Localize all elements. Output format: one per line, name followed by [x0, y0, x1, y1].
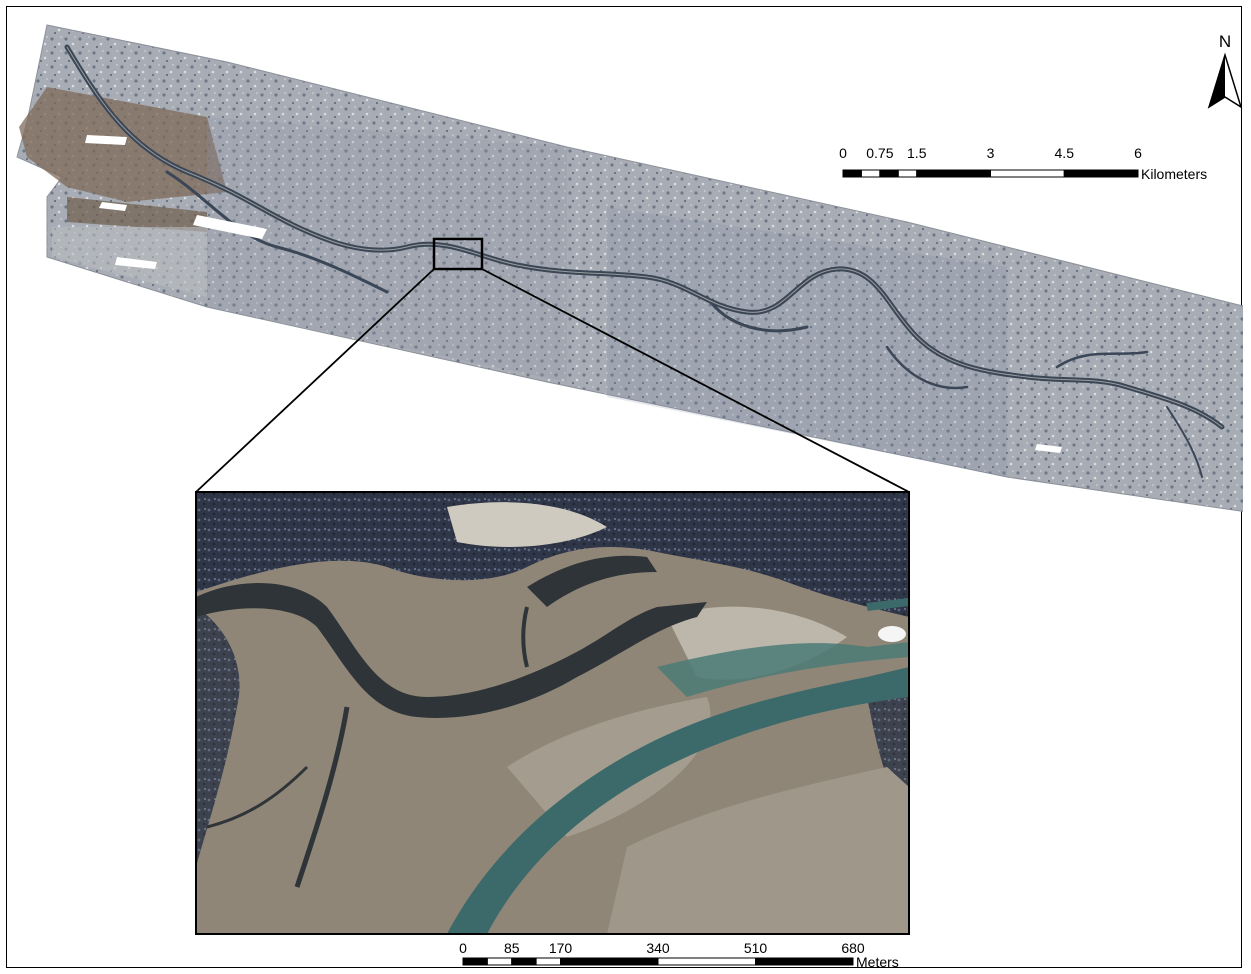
- overview-mosaic: [16, 24, 1248, 513]
- scale-segment: [486, 957, 513, 966]
- scale-segment: [462, 957, 488, 966]
- scale-segment: [535, 957, 561, 966]
- scale-tick-label: 4.5: [1055, 145, 1075, 161]
- scale-segment: [755, 957, 854, 966]
- scale-tick-label: 0.75: [866, 145, 893, 161]
- scale-segment: [1063, 169, 1139, 178]
- scale-segment: [990, 169, 1065, 178]
- scale-segment: [879, 169, 899, 178]
- scale-tick-label: 680: [841, 940, 865, 956]
- leader-line-right: [481, 268, 910, 493]
- scale-segment: [511, 957, 537, 966]
- study-area-box: [432, 237, 484, 271]
- scale-unit-label: Kilometers: [1141, 166, 1207, 182]
- scale-segment: [842, 169, 862, 178]
- scale-tick-label: 0: [459, 940, 467, 956]
- scale-tick-label: 6: [1134, 145, 1142, 161]
- scale-segment: [560, 957, 659, 966]
- scale-tick-label: 340: [646, 940, 670, 956]
- overview-gaps: [85, 135, 1062, 453]
- scale-segment: [860, 169, 881, 178]
- overview-river: [64, 44, 1225, 478]
- scale-unit-label: Meters: [856, 954, 899, 969]
- north-label: N: [1219, 32, 1231, 51]
- scale-tick-label: 3: [987, 145, 995, 161]
- scale-tick-label: 1.5: [907, 145, 927, 161]
- leader-line-left: [195, 268, 435, 493]
- scale-segment: [897, 169, 918, 178]
- inset-image: [196, 492, 909, 934]
- scale-segment: [916, 169, 991, 178]
- inset-frame: [195, 491, 910, 935]
- scale-tick-label: 85: [504, 940, 520, 956]
- north-arrow: N: [1207, 32, 1243, 109]
- scale-tick-label: 170: [549, 940, 573, 956]
- scale-segment: [657, 957, 756, 966]
- scale-tick-label: 0: [839, 145, 847, 161]
- scale-tick-label: 510: [744, 940, 768, 956]
